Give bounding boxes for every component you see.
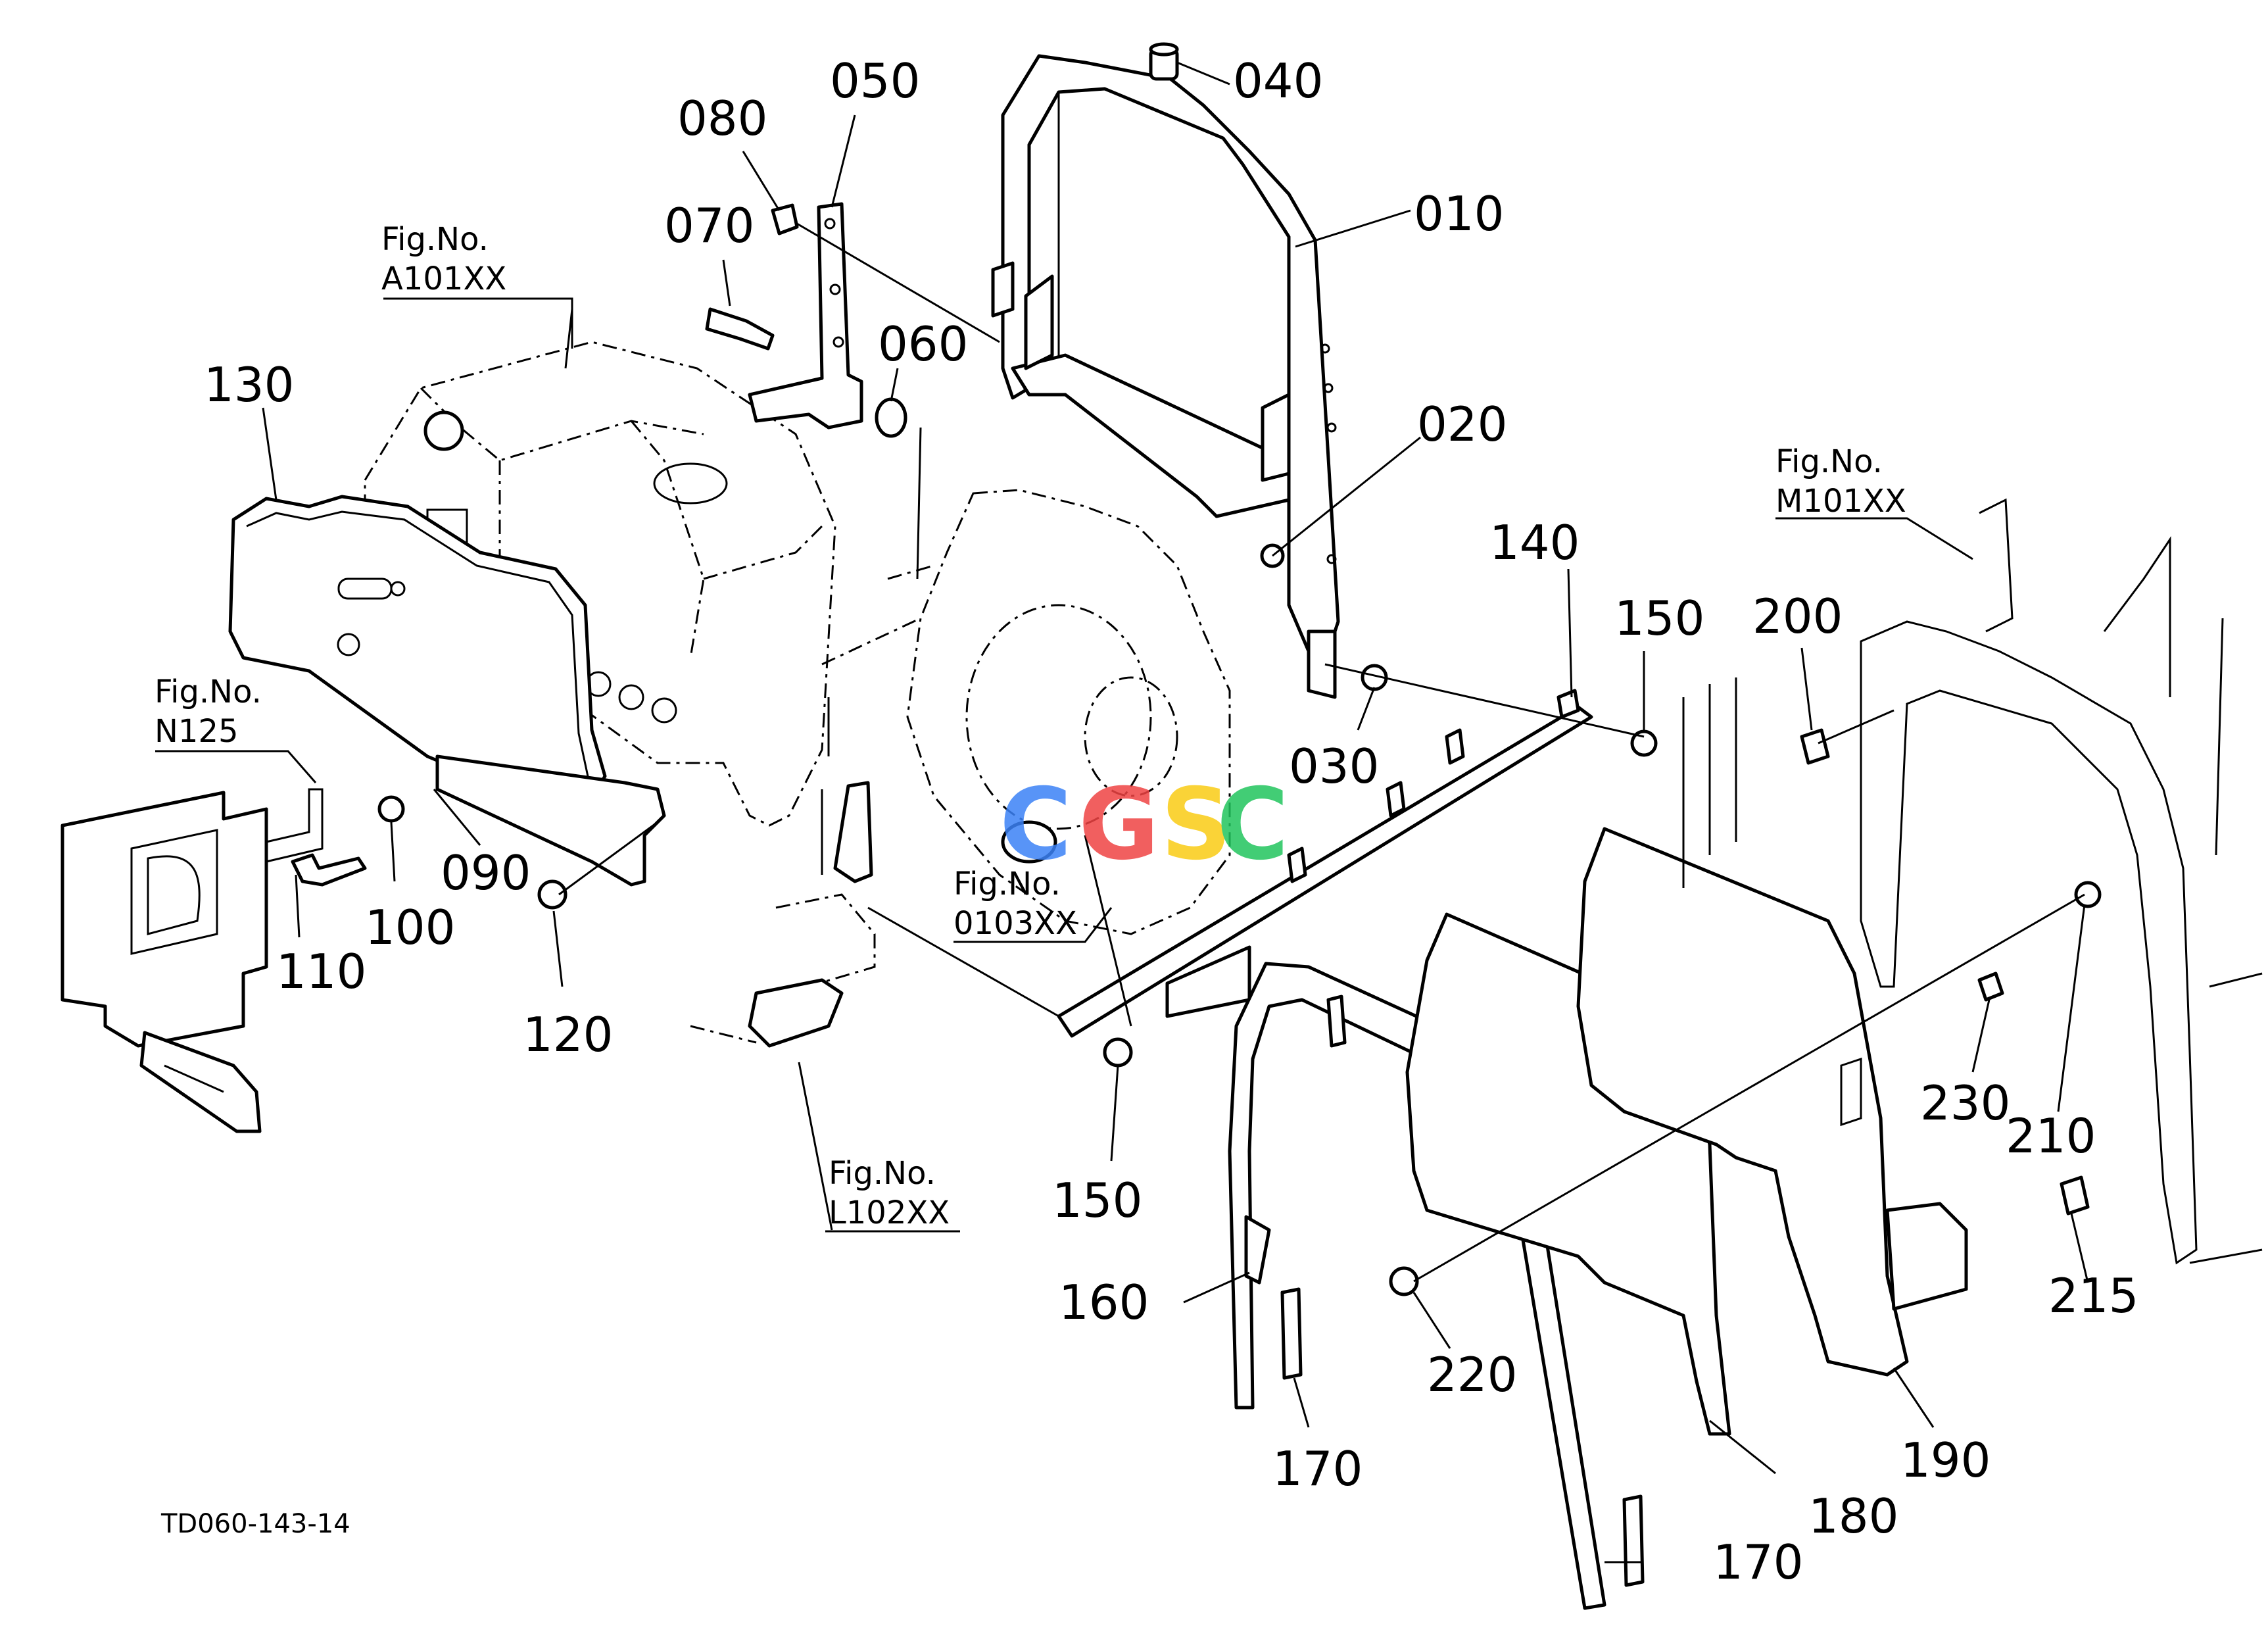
fig-ref-n125-line1: Fig.No. (155, 674, 262, 710)
right-frame-outline (1682, 498, 2263, 1265)
panel-190 (1576, 827, 1968, 1377)
lower-bracket (690, 781, 876, 1048)
fig-ref-m101xx-line2: M101XX (1775, 483, 1906, 520)
fig-ref-l102xx-line1: Fig.No. (829, 1155, 936, 1192)
left-bracket-assembly (60, 788, 324, 1133)
leader-lines (155, 61, 2089, 1563)
radiator-frame (991, 54, 1340, 699)
fig-ref-l102xx-line2: L102XX (829, 1194, 950, 1231)
part-label-230: 230 (1920, 1075, 2010, 1131)
watermark-letter: C (1000, 768, 1072, 882)
part-label-220: 220 (1427, 1347, 1517, 1402)
bracket-050 (748, 202, 863, 430)
figure-references: Fig.No. A101XX Fig.No. N125 Fig.No. 0103… (155, 221, 1906, 1231)
part-label-130: 130 (204, 357, 294, 412)
part-label-150: 150 (1052, 1173, 1142, 1228)
flywheel-housing-outline (821, 489, 1231, 935)
part-label-020: 020 (1417, 397, 1507, 452)
tank-bracket (435, 754, 666, 887)
watermark-letter: C (1217, 768, 1289, 882)
part-label-150: 150 (1614, 591, 1704, 646)
part-label-080: 080 (677, 91, 767, 146)
part-label-170: 170 (1713, 1535, 1803, 1590)
drawing-code: TD060-143-14 (160, 1509, 350, 1539)
part-label-010: 010 (1414, 186, 1504, 241)
watermark-letter: S (1161, 768, 1232, 882)
part-label-140: 140 (1489, 515, 1580, 570)
part-label-170: 170 (1272, 1441, 1363, 1496)
part-label-070: 070 (664, 198, 754, 253)
part-label-160: 160 (1059, 1275, 1149, 1330)
part-label-190: 190 (1900, 1433, 1991, 1488)
fig-ref-0103xx-line1: Fig.No. (953, 866, 1061, 902)
fig-ref-a101xx-line1: Fig.No. (381, 221, 489, 258)
part-label-060: 060 (878, 316, 968, 372)
fuel-tank-outline (364, 341, 836, 827)
part-label-090: 090 (441, 845, 531, 900)
part-label-120: 120 (523, 1007, 613, 1062)
part-label-030: 030 (1289, 739, 1379, 794)
fig-ref-n125-line2: N125 (155, 713, 239, 750)
part-label-200: 200 (1752, 589, 1843, 644)
part-label-210: 210 (2006, 1108, 2096, 1164)
part-label-050: 050 (830, 53, 920, 109)
part-label-180: 180 (1808, 1488, 1898, 1544)
fig-ref-0103xx-line2: 0103XX (953, 905, 1077, 942)
watermark-letter: G (1078, 768, 1159, 882)
part-label-040: 040 (1233, 53, 1323, 109)
part-labels: 010 020 030 040 050 060 070 080 090 100 … (204, 53, 2138, 1590)
fig-ref-m101xx-line1: Fig.No. (1775, 443, 1883, 480)
part-label-100: 100 (365, 900, 455, 955)
fig-ref-a101xx-line2: A101XX (381, 260, 506, 297)
watermark: C G S C (1000, 768, 1289, 882)
tank-cover (228, 495, 607, 811)
bushing-040 (1149, 42, 1179, 81)
bar-140 (1057, 689, 1593, 1038)
part-label-110: 110 (276, 944, 366, 999)
part-label-215: 215 (2048, 1268, 2138, 1323)
fasteners (291, 203, 2102, 1296)
